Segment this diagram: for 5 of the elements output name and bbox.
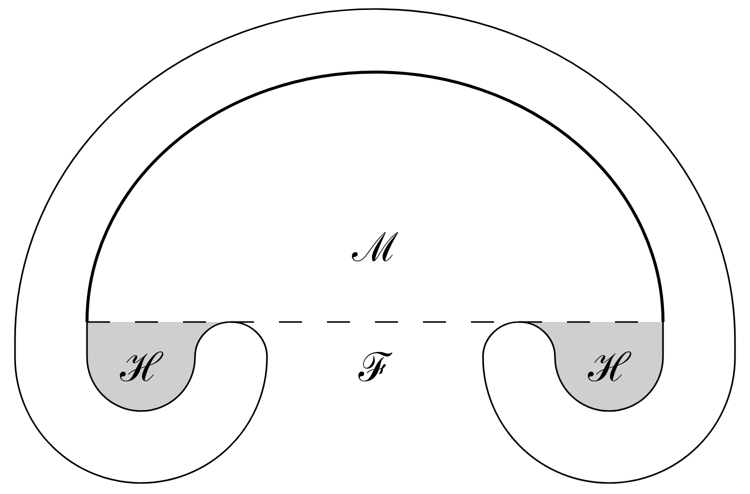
region-label: ℋ: [120, 348, 162, 388]
half-disc-region: [84, 69, 666, 325]
region-label: ℳ: [352, 228, 398, 268]
region-label: ℱ: [358, 348, 392, 388]
region-label: ℋ: [588, 348, 630, 388]
